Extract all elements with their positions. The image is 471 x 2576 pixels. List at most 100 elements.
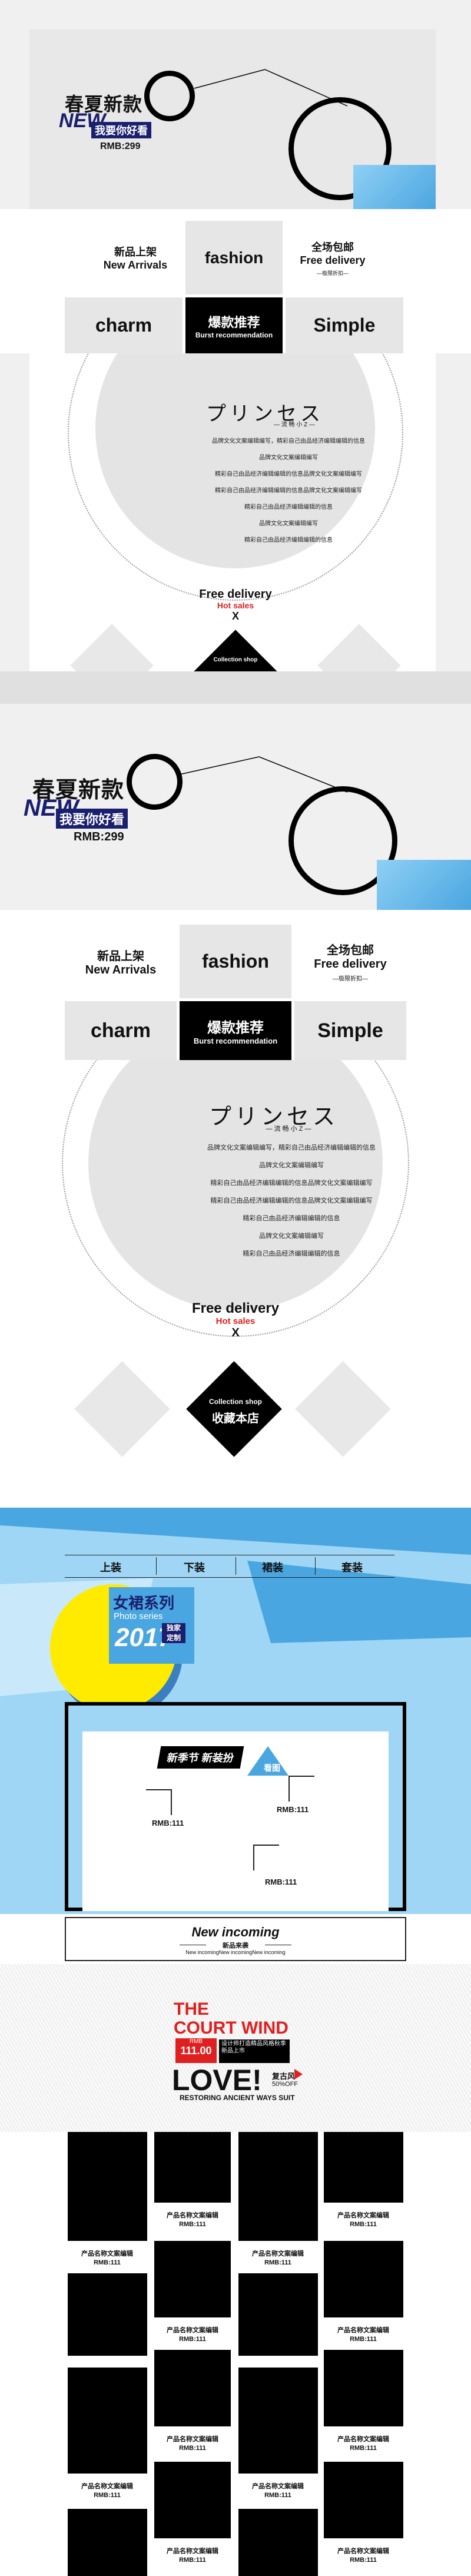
hero-section-2: 春夏新款 NEW 我要你好看 RMB:299 xyxy=(0,704,471,910)
product-label: 产品名称文案编辑 RMB:111 xyxy=(310,2326,416,2344)
product-image[interactable] xyxy=(154,2462,231,2538)
free-delivery-tile[interactable]: 全场包邮 Free delivery —极限折扣— xyxy=(294,925,406,998)
product-image[interactable] xyxy=(324,2132,403,2203)
court-wind-section: THE COURT WIND RMB 111.00 设计师打造精品风格秋季新品上… xyxy=(0,1964,471,2132)
close-icon[interactable]: X xyxy=(231,1326,240,1339)
princess-line: 精彩自己由品经济编辑编辑的信息 xyxy=(244,537,333,544)
hot-sales-caption: Hot sales xyxy=(215,1316,256,1326)
product-image[interactable] xyxy=(324,2350,403,2426)
princess-line: 品牌文化文案编辑编写 xyxy=(259,1233,324,1240)
spacer xyxy=(0,671,471,704)
product-image[interactable] xyxy=(238,2368,318,2474)
hero-tagline: 我要你好看 xyxy=(56,809,128,829)
product-name: 产品名称文案编辑 xyxy=(81,2250,133,2257)
product-image[interactable] xyxy=(324,2462,403,2538)
showcase-price-1: RMB:111 xyxy=(152,1819,184,1827)
court-discount: 50%OFF xyxy=(272,2081,298,2088)
charm-tile[interactable]: charm xyxy=(65,297,183,353)
burst-cn: 爆款推荐 xyxy=(207,1020,264,1036)
hero-price: RMB:299 xyxy=(74,830,124,843)
product-label: 产品名称文案编辑 RMB:111 xyxy=(310,2435,416,2453)
princess-section-1: プリンセス — 流 畅 小 Z — 品牌文化文案编辑编写，精彩自己由品经济编辑编… xyxy=(0,353,471,671)
product-image[interactable] xyxy=(324,2241,403,2317)
princess-line: 精彩自己由品经济编辑编辑的信息 xyxy=(244,504,333,511)
free-delivery-tile[interactable]: 全场包邮 Free delivery —极限折扣— xyxy=(286,221,380,294)
fashion-tile[interactable]: fashion xyxy=(180,925,291,998)
simple-tile[interactable]: Simple xyxy=(286,297,403,353)
charm-tile[interactable]: charm xyxy=(65,1001,177,1060)
product-price: RMB:111 xyxy=(94,2492,121,2499)
court-line2: COURT WIND xyxy=(174,2018,288,2038)
product-name: 产品名称文案编辑 xyxy=(167,2548,218,2555)
nav-item-bottoms[interactable]: 下装 xyxy=(184,1562,205,1574)
burst-en: Burst recommendation xyxy=(195,330,273,339)
burst-tile[interactable]: 爆款推荐 Burst recommendation xyxy=(180,1001,291,1060)
princess-subtitle: — 流 畅 小 Z — xyxy=(274,422,315,428)
court-price-box: RMB 111.00 xyxy=(175,2038,217,2063)
court-rmb-value: 111.00 xyxy=(180,2045,212,2057)
nav-item-skirts[interactable]: 裙装 xyxy=(262,1562,283,1574)
product-label: 产品名称文案编辑 RMB:111 xyxy=(140,2326,246,2344)
product-image[interactable] xyxy=(238,2273,318,2356)
product-image[interactable] xyxy=(68,2132,147,2241)
new-arrivals-cn: 新品上架 xyxy=(97,949,144,963)
incoming-sub: New incomingNew incomingNew incoming xyxy=(185,1949,286,1955)
close-icon[interactable]: X xyxy=(231,610,239,622)
corner-mark xyxy=(146,1789,172,1815)
princess-line: 品牌文化文案编辑编写，精彩自己由品经济编辑编辑的信息 xyxy=(212,438,365,445)
right-diamond xyxy=(295,1361,391,1457)
product-label: 产品名称文案编辑 RMB:111 xyxy=(140,2211,246,2229)
burst-tile[interactable]: 爆款推荐 Burst recommendation xyxy=(185,297,283,353)
showcase-price-3: RMB:111 xyxy=(265,1878,297,1886)
product-image[interactable] xyxy=(238,2132,318,2241)
incoming-frame[interactable] xyxy=(65,1917,406,1961)
court-line1: THE xyxy=(174,1999,209,2019)
princess-line: 精彩自己由品经济编辑编辑的信息 xyxy=(243,1215,340,1222)
left-diamond xyxy=(74,1361,170,1457)
product-image[interactable] xyxy=(68,2368,147,2474)
product-image[interactable] xyxy=(154,2241,231,2317)
new-arrivals-cn: 新品上架 xyxy=(114,246,157,258)
showcase-price-2: RMB:111 xyxy=(277,1805,309,1814)
showcase-tag-triangle xyxy=(247,1746,288,1776)
new-arrivals-tile[interactable]: 新品上架 New Arrivals xyxy=(65,925,177,998)
nav-item-tops[interactable]: 上装 xyxy=(100,1562,121,1574)
connector-line-icon xyxy=(179,756,348,793)
nav-item-sets[interactable]: 套装 xyxy=(341,1562,363,1574)
product-image[interactable] xyxy=(68,2273,147,2356)
product-label: 产品名称文案编辑 RMB:111 xyxy=(54,2482,160,2500)
product-name: 产品名称文案编辑 xyxy=(167,2436,218,2443)
product-grid-section: 产品名称文案编辑 RMB:111 产品名称文案编辑 RMB:111 产品名称文案… xyxy=(0,2132,471,2576)
series-badge-2: 定制 xyxy=(166,1634,181,1642)
product-name: 产品名称文案编辑 xyxy=(337,2436,389,2443)
product-image[interactable] xyxy=(154,2350,231,2426)
series-en: Photo series xyxy=(114,1611,163,1621)
product-image[interactable] xyxy=(238,2509,318,2576)
free-delivery-cn: 全场包邮 xyxy=(327,944,374,957)
product-name: 产品名称文案编辑 xyxy=(167,2212,218,2219)
nav-separator xyxy=(315,1557,316,1575)
charm-label: charm xyxy=(90,1019,151,1042)
incoming-cn: 新品来袭 xyxy=(223,1942,248,1949)
princess-line: 精彩自己由品经济编辑编辑的信息 xyxy=(243,1250,340,1257)
free-delivery-caption: Free delivery xyxy=(191,1300,280,1316)
princess-title: プリンセス xyxy=(208,1105,339,1130)
product-image[interactable] xyxy=(68,2509,147,2576)
product-image[interactable] xyxy=(154,2132,231,2203)
product-name: 产品名称文案编辑 xyxy=(337,2327,389,2334)
series-badge-1: 独家 xyxy=(166,1624,181,1632)
product-label: 产品名称文案编辑 RMB:111 xyxy=(225,2482,331,2500)
fashion-tile[interactable]: fashion xyxy=(185,221,283,294)
free-delivery-sub: —极限折扣— xyxy=(316,270,349,276)
product-name: 产品名称文案编辑 xyxy=(81,2483,133,2490)
small-ring-icon xyxy=(127,754,183,810)
court-rmb-label: RMB xyxy=(189,2038,203,2045)
free-delivery-caption: Free delivery xyxy=(199,588,272,601)
product-price: RMB:111 xyxy=(179,2557,206,2564)
simple-label: Simple xyxy=(313,314,376,336)
hero-section-1: 春夏新款 NEW 我要你好看 RMB:299 xyxy=(0,0,471,209)
small-ring-icon xyxy=(144,71,195,121)
simple-tile[interactable]: Simple xyxy=(294,1001,406,1060)
new-arrivals-tile[interactable]: 新品上架 New Arrivals xyxy=(88,221,183,294)
nav-separator xyxy=(156,1557,157,1575)
